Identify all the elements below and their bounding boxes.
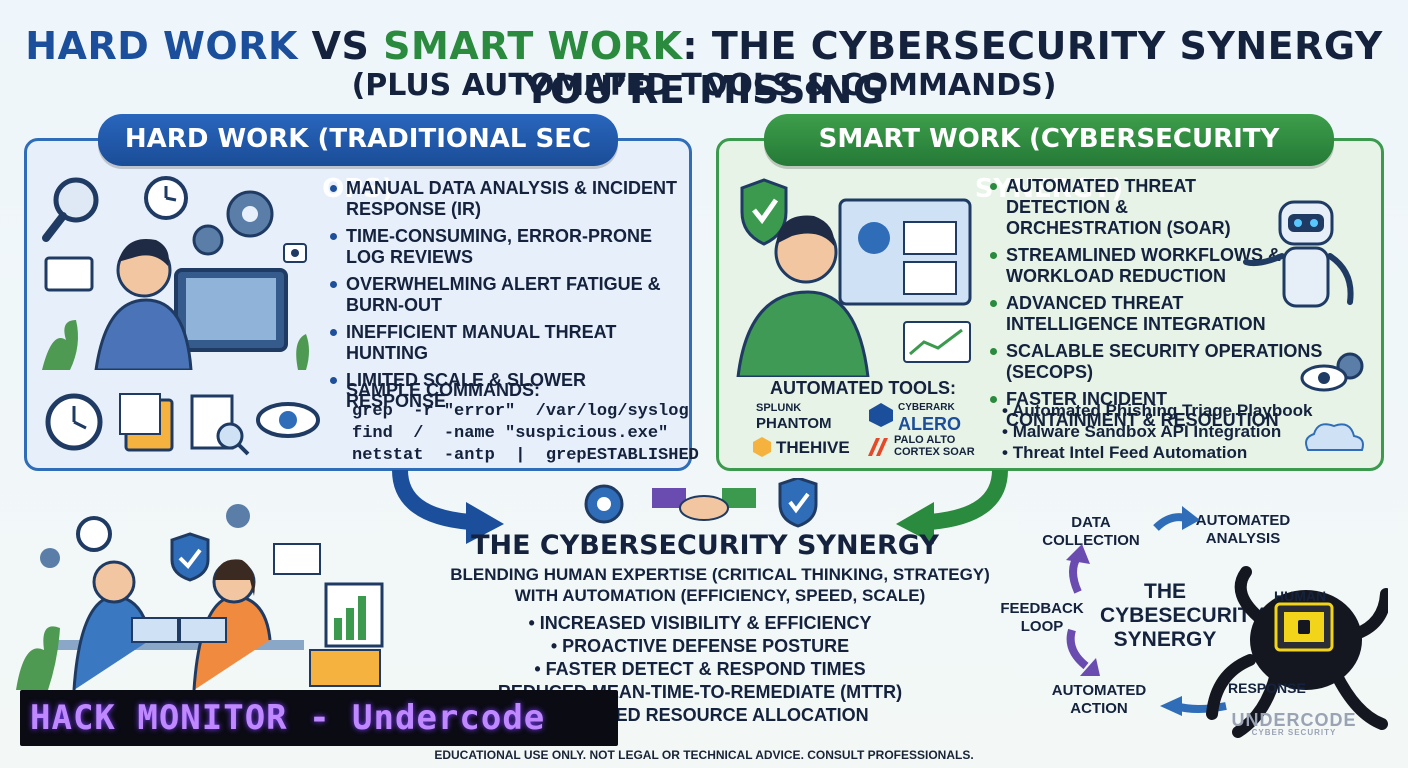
smart-work-header: SMART WORK (CYBERSECURITY SYNERGY) — [764, 114, 1334, 204]
cycle-center-label: THE CYBESECURITY SYNERGY — [1100, 580, 1265, 651]
page-subtitle: (PLUS AUTOMATED TOOLS & COMMANDS) — [351, 68, 1057, 103]
automated-tools-title: AUTOMATED TOOLS: — [770, 378, 956, 398]
cycle-feedback-loop: FEEDBACK LOOP — [1000, 600, 1084, 635]
synergy-icons — [584, 478, 818, 528]
smart-bullet: FASTER INCIDENT CONTAINMENT & RESOLUTION — [988, 389, 1288, 431]
smart-bullet: STREAMLINED WORKFLOWS & WORKLOAD REDUCTI… — [988, 245, 1288, 287]
octopus-mascot-icon — [1206, 566, 1388, 738]
extra-item: • Automated Phishing Triage Playbook — [1002, 401, 1313, 420]
tool-name: CORTEX SOAR — [894, 446, 975, 458]
title-vs: VS — [297, 24, 384, 68]
thehive-logo-icon — [753, 437, 771, 457]
smart-bullet: AUTOMATED THREAT DETECTION & ORCHESTRATI… — [988, 176, 1288, 239]
synergy-title: THE CYBERSECURITY SYNERGY — [471, 530, 939, 561]
disclaimer-footer: EDUCATIONAL USE ONLY. NOT LEGAL OR TECHN… — [434, 748, 974, 762]
command-line: netstat -antp | grepESTABLISHED — [352, 446, 699, 465]
smart-analyst-illustration — [736, 178, 972, 377]
smart-extras: • Automated Phishing Triage Playbook • M… — [1002, 400, 1332, 463]
extra-item: • Threat Intel Feed Automation — [1002, 443, 1248, 462]
command-line: find / -name "suspicious.exe" — [352, 424, 669, 443]
synergy-benefit: • INCREASED VISIBILITY & EFFICIENCY — [528, 613, 872, 633]
hard-work-bullets: MANUAL DATA ANALYSIS & INCIDENT RESPONSE… — [328, 178, 684, 418]
synergy-sub-line: WITH AUTOMATION (EFFICIENCY, SPEED, SCAL… — [514, 586, 926, 605]
green-arrow-icon — [896, 469, 1008, 544]
sample-commands-title: SAMPLE COMMANDS: — [346, 380, 540, 400]
team-illustration — [16, 504, 384, 690]
gear-eye-cloud-icons — [1300, 352, 1364, 451]
extra-item: • Malware Sandbox API Integration — [1002, 422, 1282, 441]
command-line: grep -r "error" /var/log/syslog — [352, 402, 689, 421]
tool-cyberark-alero: CYBERARK ALERO — [870, 400, 980, 434]
title-rest: : THE CYBERSECURITY SYNERGY YOU’RE MISSI… — [523, 24, 1383, 112]
tool-vendor: PALO ALTO — [894, 434, 956, 446]
smart-bullet: SCALABLE SECURITY OPERATIONS (SecOps) — [988, 341, 1368, 383]
cyberark-logo-icon — [869, 403, 893, 427]
hard-work-header: HARD WORK (TRADITIONAL SEC OPS) — [98, 114, 618, 204]
smart-work-bullets: AUTOMATED THREAT DETECTION & ORCHESTRATI… — [988, 176, 1322, 437]
title-hard-work: HARD WORK — [25, 24, 298, 68]
synergy-benefit: • PROACTIVE DEFENSE POSTURE — [550, 636, 850, 656]
sample-commands: grep -r "error" /var/log/syslog find / -… — [352, 401, 699, 467]
synergy-subtitle: BLENDING HUMAN EXPERTISE (CRITICAL THINK… — [420, 564, 1020, 606]
banner-text: HACK MONITOR - Undercode — [30, 698, 546, 738]
tool-vendor: SPLUNK — [756, 402, 802, 414]
blue-arrow-icon — [392, 469, 504, 544]
undercode-watermark: UNDERCODE — [1231, 710, 1357, 730]
hard-bullet: MANUAL DATA ANALYSIS & INCIDENT RESPONSE… — [328, 178, 684, 220]
cycle-arrows — [1066, 506, 1227, 716]
tool-thehive: THEHIVE — [776, 438, 850, 457]
smart-bullet: ADVANCED THREAT INTELLIGENCE INTEGRATION — [988, 293, 1288, 335]
cycle-human-label: HUMAN — [1274, 588, 1327, 604]
undercode-watermark-tag: CYBER SECURITY — [1251, 728, 1337, 737]
tool-name: ALERO — [898, 414, 961, 434]
stressed-analyst-illustration — [42, 176, 309, 370]
hard-work-icons — [45, 393, 320, 456]
hack-monitor-banner: HACK MONITOR - Undercode — [20, 690, 618, 746]
tool-splunk-phantom: SPLUNK PHANTOM — [756, 400, 860, 432]
hard-bullet: LIMITED SCALE & SLOWER RESPONSE — [328, 370, 684, 412]
synergy-benefit: • FASTER DETECT & RESPOND TIMES — [534, 659, 866, 679]
hard-bullet: INEFFICIENT MANUAL THREAT HUNTING — [328, 322, 684, 364]
paloalto-logo-icon — [868, 438, 888, 456]
robot-icon — [1243, 200, 1354, 308]
cycle-automated-action: AUTOMATED ACTION — [1051, 682, 1147, 717]
synergy-sub-line: BLENDING HUMAN EXPERTISE (CRITICAL THINK… — [450, 565, 990, 584]
tool-name: PHANTOM — [756, 415, 832, 432]
hard-bullet: TIME-CONSUMING, ERROR-PRONE LOG REVIEWS — [328, 226, 684, 268]
title-smart-work: SMART WORK — [383, 24, 683, 68]
cycle-response-label: RESPONSE — [1228, 680, 1306, 696]
cycle-automated-analysis: AUTOMATED ANALYSIS — [1195, 512, 1291, 547]
page-title: HARD WORK VS SMART WORK: THE CYBERSECURI… — [0, 24, 1408, 112]
cycle-data-collection: DATA COLLECTION — [1042, 514, 1140, 549]
tool-vendor: CYBERARK — [898, 402, 955, 413]
tool-cortex-soar: PALO ALTO CORTEX SOAR — [894, 434, 984, 458]
hard-bullet: OVERWHELMING ALERT FATIGUE & BURN-OUT — [328, 274, 684, 316]
